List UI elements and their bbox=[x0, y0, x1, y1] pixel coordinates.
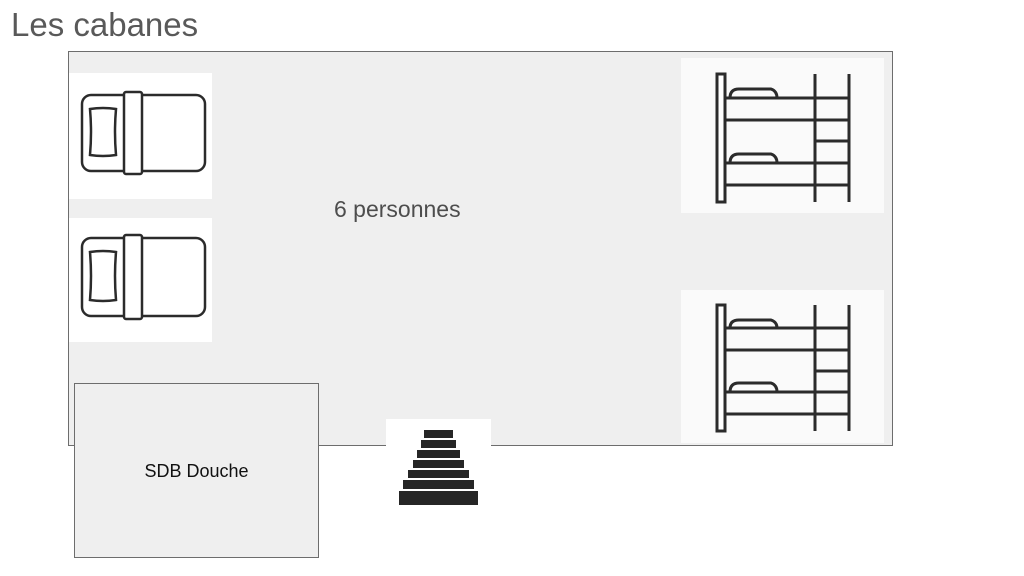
room-capacity-label: 6 personnes bbox=[334, 196, 461, 222]
page-title: Les cabanes bbox=[11, 6, 199, 43]
bunk-bed-icon bbox=[681, 290, 884, 443]
bunk-bed-icon bbox=[681, 58, 884, 213]
single-bed-icon bbox=[69, 218, 212, 342]
bathroom-room: SDB Douche bbox=[74, 383, 319, 558]
single-bed-icon bbox=[69, 73, 212, 199]
stairs-icon bbox=[386, 419, 491, 509]
bathroom-label: SDB Douche bbox=[144, 461, 249, 481]
